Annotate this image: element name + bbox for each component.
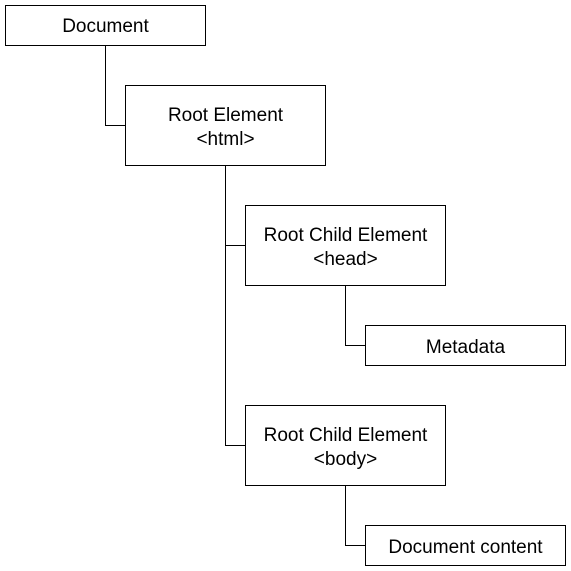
node-metadata: Metadata [365,325,566,366]
node-root-element: Root Element <html> [125,85,326,166]
node-document-content: Document content [365,525,566,566]
node-body-element: Root Child Element <body> [245,405,446,486]
connector-head-metadata [345,285,365,346]
connector-document-root [105,45,125,126]
node-root-element-tag: <html> [196,129,254,150]
connector-root-head [225,165,245,246]
node-body-element-tag: <body> [314,449,377,470]
node-document-content-label: Document content [388,537,543,558]
node-document: Document [5,5,206,46]
connector-root-body [225,245,245,446]
node-metadata-label: Metadata [426,337,506,358]
node-head-element-title: Root Child Element [264,225,428,246]
node-root-element-title: Root Element [168,105,284,126]
node-head-element: Root Child Element <head> [245,205,446,286]
node-body-element-title: Root Child Element [264,425,428,446]
connector-body-content [345,485,365,546]
node-document-label: Document [62,16,149,37]
node-head-element-tag: <head> [313,249,377,270]
